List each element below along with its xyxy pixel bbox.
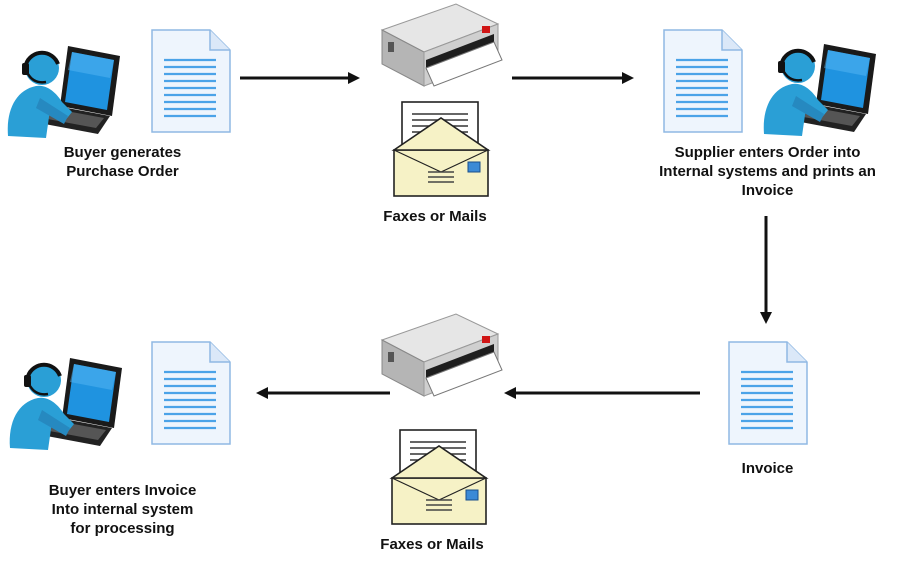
invoice-document-icon bbox=[727, 340, 809, 446]
label-line: Supplier enters Order into bbox=[674, 144, 861, 161]
arrow-icon bbox=[760, 216, 772, 324]
label-line: Invoice bbox=[741, 460, 794, 477]
faxes-or-mails-top-label: Faxes or Mails bbox=[355, 207, 515, 226]
fax-envelope-icon bbox=[393, 101, 489, 197]
printer-icon bbox=[381, 3, 503, 87]
buyer-generates-label: Buyer generates Purchase Order bbox=[30, 143, 215, 181]
label-line: Internal systems and prints an bbox=[659, 163, 876, 180]
order-document-icon bbox=[662, 28, 744, 134]
label-line: Buyer generates bbox=[63, 144, 182, 161]
supplier-enters-order-label: Supplier enters Order into Internal syst… bbox=[640, 143, 895, 200]
label-line: Purchase Order bbox=[66, 163, 179, 180]
user-at-computer-icon bbox=[761, 42, 878, 138]
arrow-icon bbox=[256, 387, 390, 399]
faxes-or-mails-bottom-label: Faxes or Mails bbox=[352, 535, 512, 554]
printer-icon bbox=[381, 313, 503, 397]
label-line: Into internal system bbox=[51, 501, 194, 518]
arrow-icon bbox=[240, 72, 360, 84]
invoice-label: Invoice bbox=[700, 459, 835, 478]
label-line: Faxes or Mails bbox=[383, 208, 487, 225]
user-at-computer-icon bbox=[5, 44, 122, 140]
user-at-computer-icon bbox=[7, 356, 124, 452]
arrow-icon bbox=[504, 387, 700, 399]
purchase-order-document-icon bbox=[150, 28, 232, 134]
buyer-enters-invoice-label: Buyer enters Invoice Into internal syste… bbox=[20, 481, 225, 538]
label-line: for processing bbox=[70, 520, 175, 537]
fax-envelope-icon bbox=[391, 429, 487, 525]
arrow-icon bbox=[512, 72, 634, 84]
label-line: Buyer enters Invoice bbox=[48, 482, 197, 499]
label-line: Invoice bbox=[741, 182, 794, 199]
label-line: Faxes or Mails bbox=[380, 536, 484, 553]
invoice-document-icon bbox=[150, 340, 232, 446]
